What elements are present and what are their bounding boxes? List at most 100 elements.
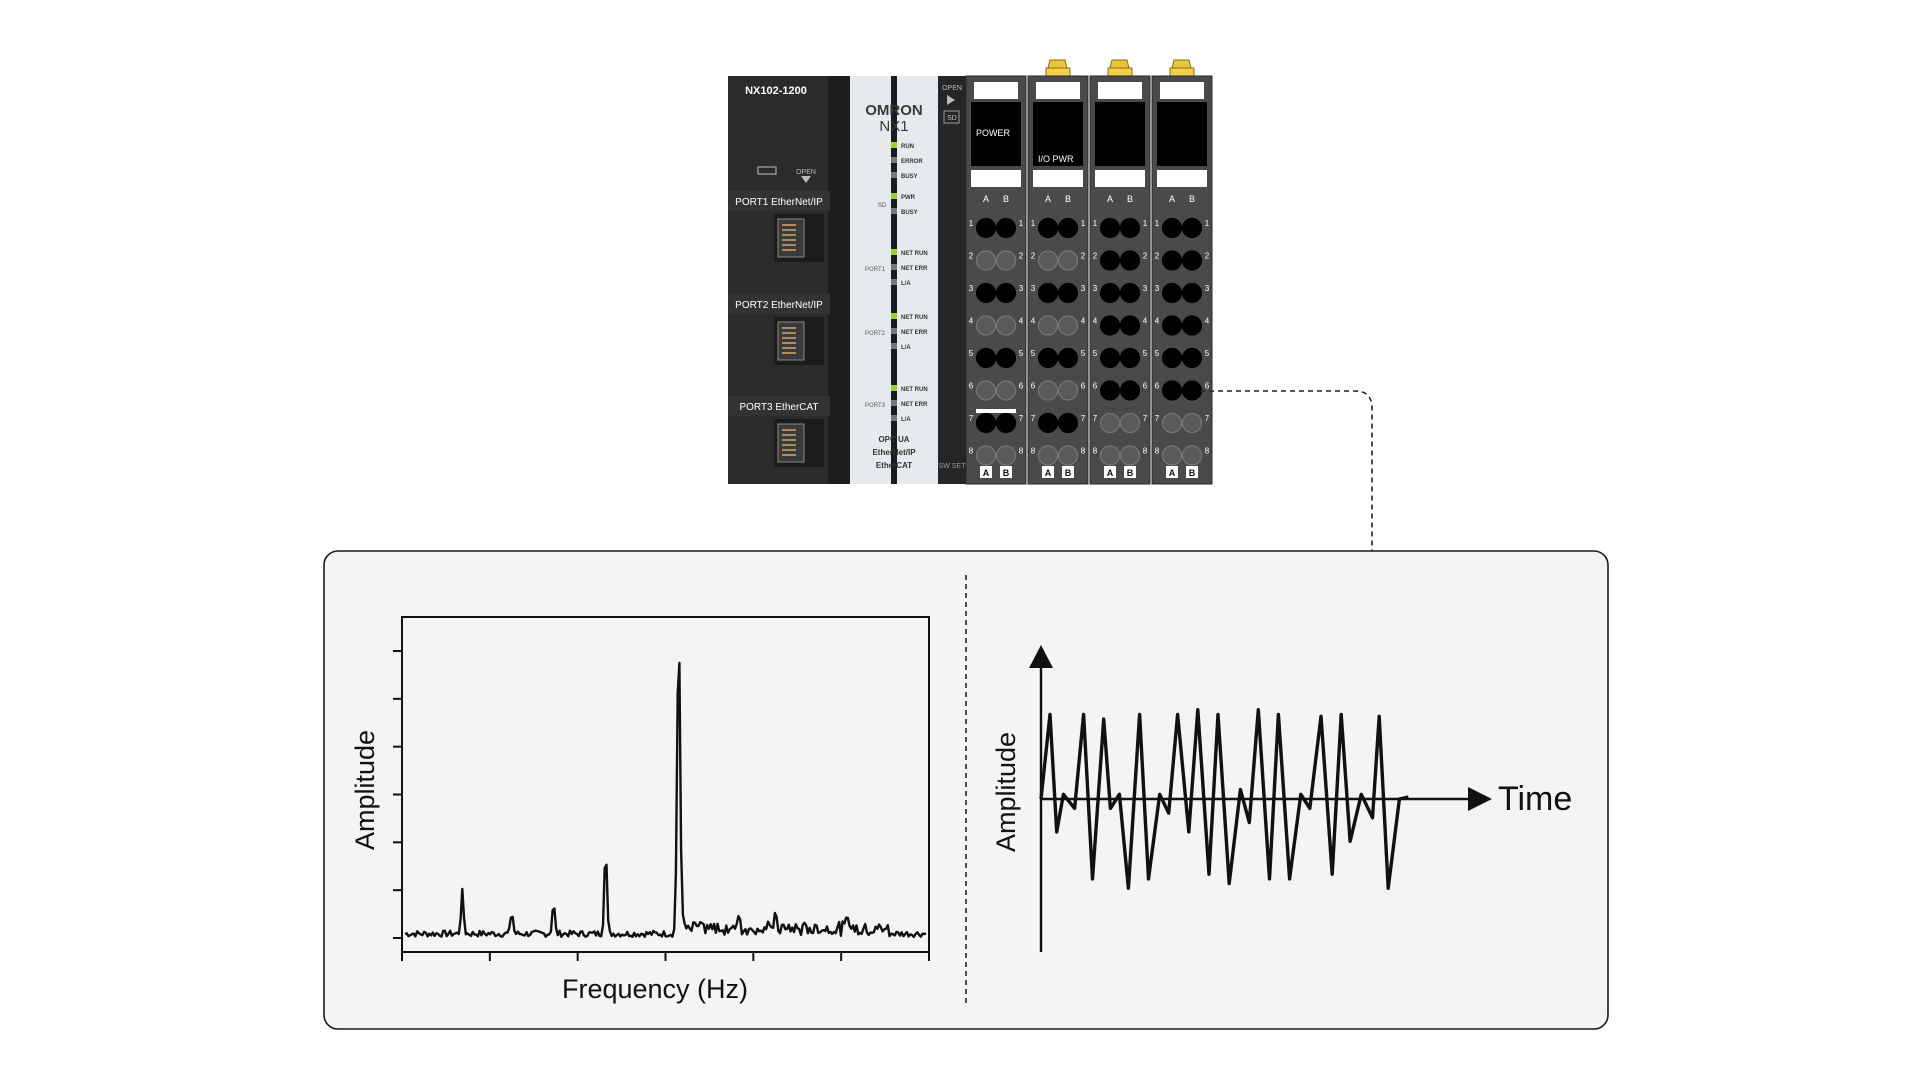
terminal-row-number: 2 bbox=[1155, 252, 1160, 261]
terminal-row-number: 6 bbox=[1205, 382, 1210, 391]
terminal-hole[interactable] bbox=[1119, 445, 1141, 466]
io-unit-name: I/O PWR bbox=[1038, 154, 1074, 164]
terminal-hole[interactable] bbox=[1037, 217, 1059, 239]
terminal-hole[interactable] bbox=[995, 412, 1017, 434]
rj45-pin bbox=[782, 439, 796, 441]
terminal-hole[interactable] bbox=[1181, 445, 1203, 466]
terminal-hole[interactable] bbox=[1057, 282, 1079, 304]
terminal-hole[interactable] bbox=[1181, 380, 1203, 401]
io-unit-display bbox=[971, 102, 1021, 166]
terminal-row-number: 7 bbox=[1081, 414, 1086, 423]
terminal-hole[interactable] bbox=[1037, 315, 1059, 336]
terminal-row-number: 8 bbox=[1081, 447, 1086, 456]
terminal-hole[interactable] bbox=[1037, 445, 1059, 466]
terminal-row-number: 6 bbox=[1143, 382, 1148, 391]
terminal-hole[interactable] bbox=[1181, 412, 1203, 434]
led-label: BUSY bbox=[901, 174, 918, 180]
status-led bbox=[891, 264, 897, 270]
terminal-hole[interactable] bbox=[995, 380, 1017, 401]
y-axis-arrow-icon bbox=[1029, 645, 1053, 668]
terminal-hole[interactable] bbox=[995, 445, 1017, 466]
terminal-hole[interactable] bbox=[1037, 347, 1059, 369]
terminal-hole[interactable] bbox=[1161, 412, 1183, 434]
terminal-row-number: 2 bbox=[1205, 252, 1210, 261]
terminal-hole[interactable] bbox=[975, 315, 997, 336]
terminal-hole[interactable] bbox=[1181, 217, 1203, 239]
terminal-hole[interactable] bbox=[1181, 282, 1203, 304]
terminal-hole[interactable] bbox=[1099, 445, 1121, 466]
terminal-hole[interactable] bbox=[1161, 315, 1183, 336]
terminal-hole[interactable] bbox=[1161, 282, 1183, 304]
terminal-hole[interactable] bbox=[1057, 250, 1079, 271]
terminal-tag-b: B bbox=[1189, 468, 1196, 478]
terminal-hole[interactable] bbox=[1057, 412, 1079, 434]
terminal-hole[interactable] bbox=[1099, 380, 1121, 401]
sw-set-label: SW SET bbox=[939, 463, 967, 470]
fft-y-axis-label: Amplitude bbox=[350, 730, 380, 850]
terminal-row-number: 4 bbox=[1143, 317, 1148, 326]
terminal-hole[interactable] bbox=[1161, 380, 1183, 401]
terminal-hole[interactable] bbox=[1119, 282, 1141, 304]
terminal-hole[interactable] bbox=[1161, 347, 1183, 369]
terminal-hole[interactable] bbox=[975, 347, 997, 369]
rj45-pin bbox=[782, 352, 796, 354]
rj45-pin bbox=[782, 249, 796, 251]
terminal-hole[interactable] bbox=[975, 380, 997, 401]
terminal-row-number: 2 bbox=[1019, 252, 1024, 261]
time-series-line bbox=[1039, 708, 1409, 890]
terminal-hole[interactable] bbox=[1057, 217, 1079, 239]
terminal-hole[interactable] bbox=[1037, 250, 1059, 271]
led-label: NET ERR bbox=[901, 266, 928, 272]
terminal-row-number: 6 bbox=[1155, 382, 1160, 391]
terminal-hole[interactable] bbox=[1161, 217, 1183, 239]
terminal-hole[interactable] bbox=[1119, 412, 1141, 434]
terminal-hole[interactable] bbox=[1057, 380, 1079, 401]
terminal-hole[interactable] bbox=[1037, 380, 1059, 401]
fft-series-line bbox=[404, 661, 927, 939]
terminal-hole[interactable] bbox=[1037, 412, 1059, 434]
terminal-hole[interactable] bbox=[1037, 282, 1059, 304]
terminal-hole[interactable] bbox=[1181, 315, 1203, 336]
terminal-hole[interactable] bbox=[1119, 347, 1141, 369]
terminal-hole[interactable] bbox=[1119, 380, 1141, 401]
terminal-hole[interactable] bbox=[1181, 347, 1203, 369]
terminal-hole[interactable] bbox=[995, 217, 1017, 239]
terminal-tag bbox=[1186, 466, 1198, 478]
terminal-hole[interactable] bbox=[1119, 315, 1141, 336]
terminal-hole[interactable] bbox=[1099, 412, 1121, 434]
terminal-hole[interactable] bbox=[1099, 315, 1121, 336]
terminal-hole[interactable] bbox=[995, 282, 1017, 304]
terminal-hole[interactable] bbox=[1057, 347, 1079, 369]
terminal-row-number: 5 bbox=[1143, 349, 1148, 358]
terminal-hole[interactable] bbox=[995, 250, 1017, 271]
terminal-hole[interactable] bbox=[975, 217, 997, 239]
terminal-hole[interactable] bbox=[1181, 250, 1203, 271]
terminal-hole[interactable] bbox=[1099, 347, 1121, 369]
port-label: PORT2 EtherNet/IP bbox=[735, 300, 823, 311]
terminal-hole[interactable] bbox=[1057, 315, 1079, 336]
terminal-hole[interactable] bbox=[995, 315, 1017, 336]
terminal-hole[interactable] bbox=[995, 347, 1017, 369]
port-group-label: PORT3 bbox=[865, 403, 886, 409]
rj45-pin bbox=[782, 444, 796, 446]
io-unit-label-tag bbox=[1098, 82, 1142, 99]
status-led bbox=[891, 313, 897, 319]
terminal-hole[interactable] bbox=[975, 445, 997, 466]
terminal-row-number: 1 bbox=[1031, 219, 1036, 228]
terminal-hole[interactable] bbox=[1099, 282, 1121, 304]
terminal-hole[interactable] bbox=[1161, 250, 1183, 271]
io-unit-label-tag bbox=[971, 170, 1021, 187]
x-axis-arrow-icon bbox=[1468, 787, 1492, 811]
io-unit-name: POWER bbox=[976, 128, 1011, 138]
terminal-hole[interactable] bbox=[1119, 250, 1141, 271]
terminal-hole[interactable] bbox=[1099, 250, 1121, 271]
terminal-hole[interactable] bbox=[975, 250, 997, 271]
controller-divider bbox=[828, 76, 850, 484]
terminal-hole[interactable] bbox=[1099, 217, 1121, 239]
terminal-hole[interactable] bbox=[1119, 217, 1141, 239]
controller-side bbox=[938, 76, 966, 484]
terminal-hole[interactable] bbox=[1057, 445, 1079, 466]
terminal-hole[interactable] bbox=[1161, 445, 1183, 466]
terminal-hole[interactable] bbox=[975, 282, 997, 304]
terminal-hole[interactable] bbox=[975, 412, 997, 434]
